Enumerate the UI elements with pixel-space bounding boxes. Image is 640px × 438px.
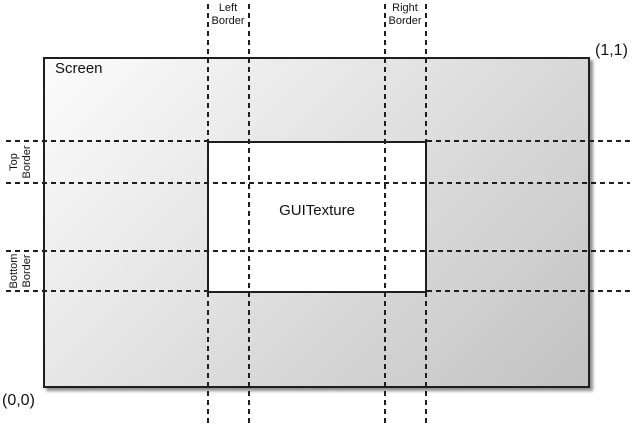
left-border-label-line2: Border [211, 15, 245, 27]
guitexture-label: GUITexture [279, 202, 355, 219]
top-border-label-line1: Top [8, 153, 20, 171]
guitexture-rect [207, 141, 427, 293]
top-border-label: Top Border [8, 136, 34, 188]
left-border-line-inner [248, 4, 250, 424]
bottom-border-line-outer-right [427, 290, 630, 292]
top-border-line-outer-left [6, 140, 207, 142]
coord-origin: (0,0) [2, 392, 35, 409]
screen-label: Screen [55, 60, 103, 77]
bottom-border-line-outer-left [6, 290, 207, 292]
bottom-border-label: Bottom Border [8, 245, 34, 297]
left-border-line-outer-top [207, 4, 209, 142]
right-border-line-inner [384, 4, 386, 424]
right-border-label: Right Border [384, 2, 426, 28]
right-border-line-outer-top [425, 4, 427, 142]
coord-top-right: (1,1) [595, 42, 628, 59]
right-border-label-line2: Border [388, 15, 422, 27]
top-border-line-inner [6, 182, 630, 184]
top-border-label-line2: Border [21, 145, 33, 179]
bottom-border-label-line1: Bottom [8, 253, 20, 289]
left-border-label-line1: Left [218, 2, 238, 14]
right-border-label-line1: Right [392, 2, 418, 14]
left-border-line-outer-bottom [207, 292, 209, 424]
right-border-line-outer-bottom [425, 292, 427, 424]
bottom-border-line-inner [6, 250, 630, 252]
bottom-border-label-line2: Border [21, 254, 33, 288]
left-border-label: Left Border [207, 2, 249, 28]
top-border-line-outer-right [427, 140, 630, 142]
